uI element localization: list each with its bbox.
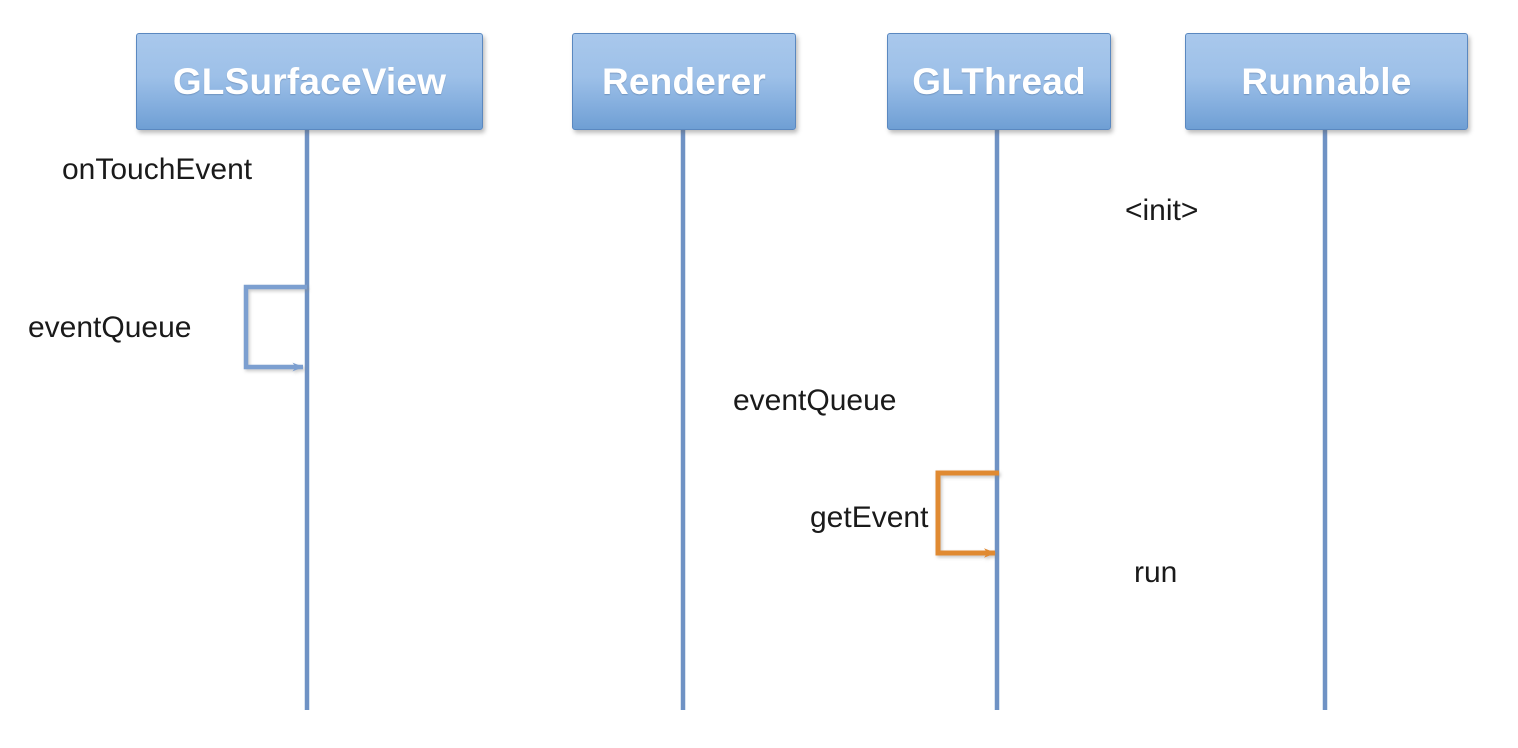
msg-getevent-self-label: getEvent	[810, 501, 929, 534]
message-group	[70, 191, 1324, 605]
participant-box-glthread[interactable]: GLThread	[887, 33, 1111, 130]
participant-box-renderer[interactable]: Renderer	[572, 33, 796, 130]
msg-eventqueue-self[interactable]	[243, 284, 307, 372]
participant-label: Runnable	[1241, 60, 1412, 102]
msg-eventqueue-call-label: eventQueue	[733, 384, 897, 417]
msg-getevent-self[interactable]	[935, 470, 999, 558]
msg-ontouchevent-label: onTouchEvent	[62, 153, 253, 186]
msg-eventqueue-self-label: eventQueue	[28, 311, 192, 344]
participant-label: GLSurfaceView	[172, 60, 447, 102]
msg-run-label: run	[1134, 556, 1178, 589]
lifeline-group	[304, 130, 1328, 710]
participant-label: GLThread	[912, 60, 1086, 102]
participant-box-runnable[interactable]: Runnable	[1185, 33, 1468, 130]
participant-box-glsurfaceview[interactable]: GLSurfaceView	[136, 33, 483, 130]
msg-init-label: <init>	[1125, 194, 1199, 227]
participant-label: Renderer	[601, 60, 767, 102]
